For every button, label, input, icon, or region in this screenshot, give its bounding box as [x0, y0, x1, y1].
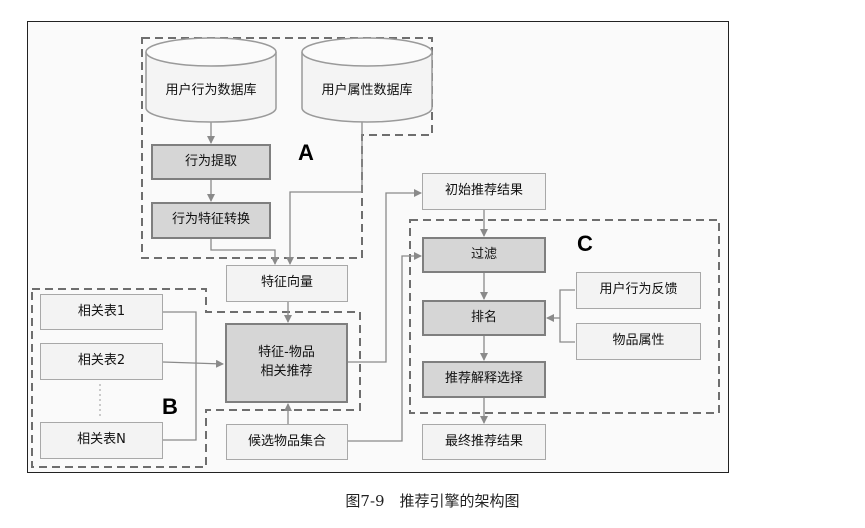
explain-select-box: 推荐解释选择 [422, 361, 546, 398]
arrow-candidates-to-filter [348, 252, 422, 442]
arrow-rec-to-initial [348, 189, 422, 363]
region-b-label: B [162, 394, 178, 419]
filter-box: 过滤 [422, 237, 546, 273]
arrow-table2-to-rec [162, 359, 224, 368]
related-table-1-box: 相关表1 [40, 294, 163, 330]
feature-vector-box: 特征向量 [226, 265, 348, 302]
behavior-feature-transform-box: 行为特征转换 [151, 202, 271, 239]
arrow-transform-to-vector [210, 239, 279, 265]
candidate-items-box: 候选物品集合 [226, 424, 348, 460]
feature-item-rec-line2: 相关推荐 [260, 364, 313, 379]
feature-item-rec-box: 特征-物品 相关推荐 [225, 323, 348, 403]
region-c-label: C [577, 231, 593, 256]
arrow-tableN-to-rec [163, 364, 197, 441]
feature-item-rec-line1: 特征-物品 [258, 345, 315, 361]
user-attr-db: 用户属性数据库 [321, 82, 413, 98]
user-feedback-box: 用户行为反馈 [576, 272, 701, 309]
behavior-extract-box: 行为提取 [151, 144, 271, 180]
user-attr-db-shape [301, 37, 433, 123]
arrow-feedback-to-rank [559, 289, 575, 343]
region-a-label: A [298, 140, 314, 165]
region-b-border [31, 288, 361, 468]
arrow-table1-to-rec [163, 311, 197, 364]
final-results-box: 最终推荐结果 [422, 424, 546, 460]
related-table-2-box: 相关表2 [40, 343, 163, 380]
user-behavior-db-shape [145, 37, 277, 123]
region-c-border [409, 219, 720, 414]
initial-results-box: 初始推荐结果 [422, 173, 546, 210]
figure-caption: 图7-9 推荐引擎的架构图 [345, 492, 520, 510]
item-attributes-box: 物品属性 [576, 323, 701, 360]
rank-box: 排名 [422, 300, 546, 336]
related-table-n-box: 相关表N [40, 422, 163, 459]
arrow-attrdb-to-vector [286, 122, 363, 265]
user-behavior-db: 用户行为数据库 [165, 82, 257, 98]
